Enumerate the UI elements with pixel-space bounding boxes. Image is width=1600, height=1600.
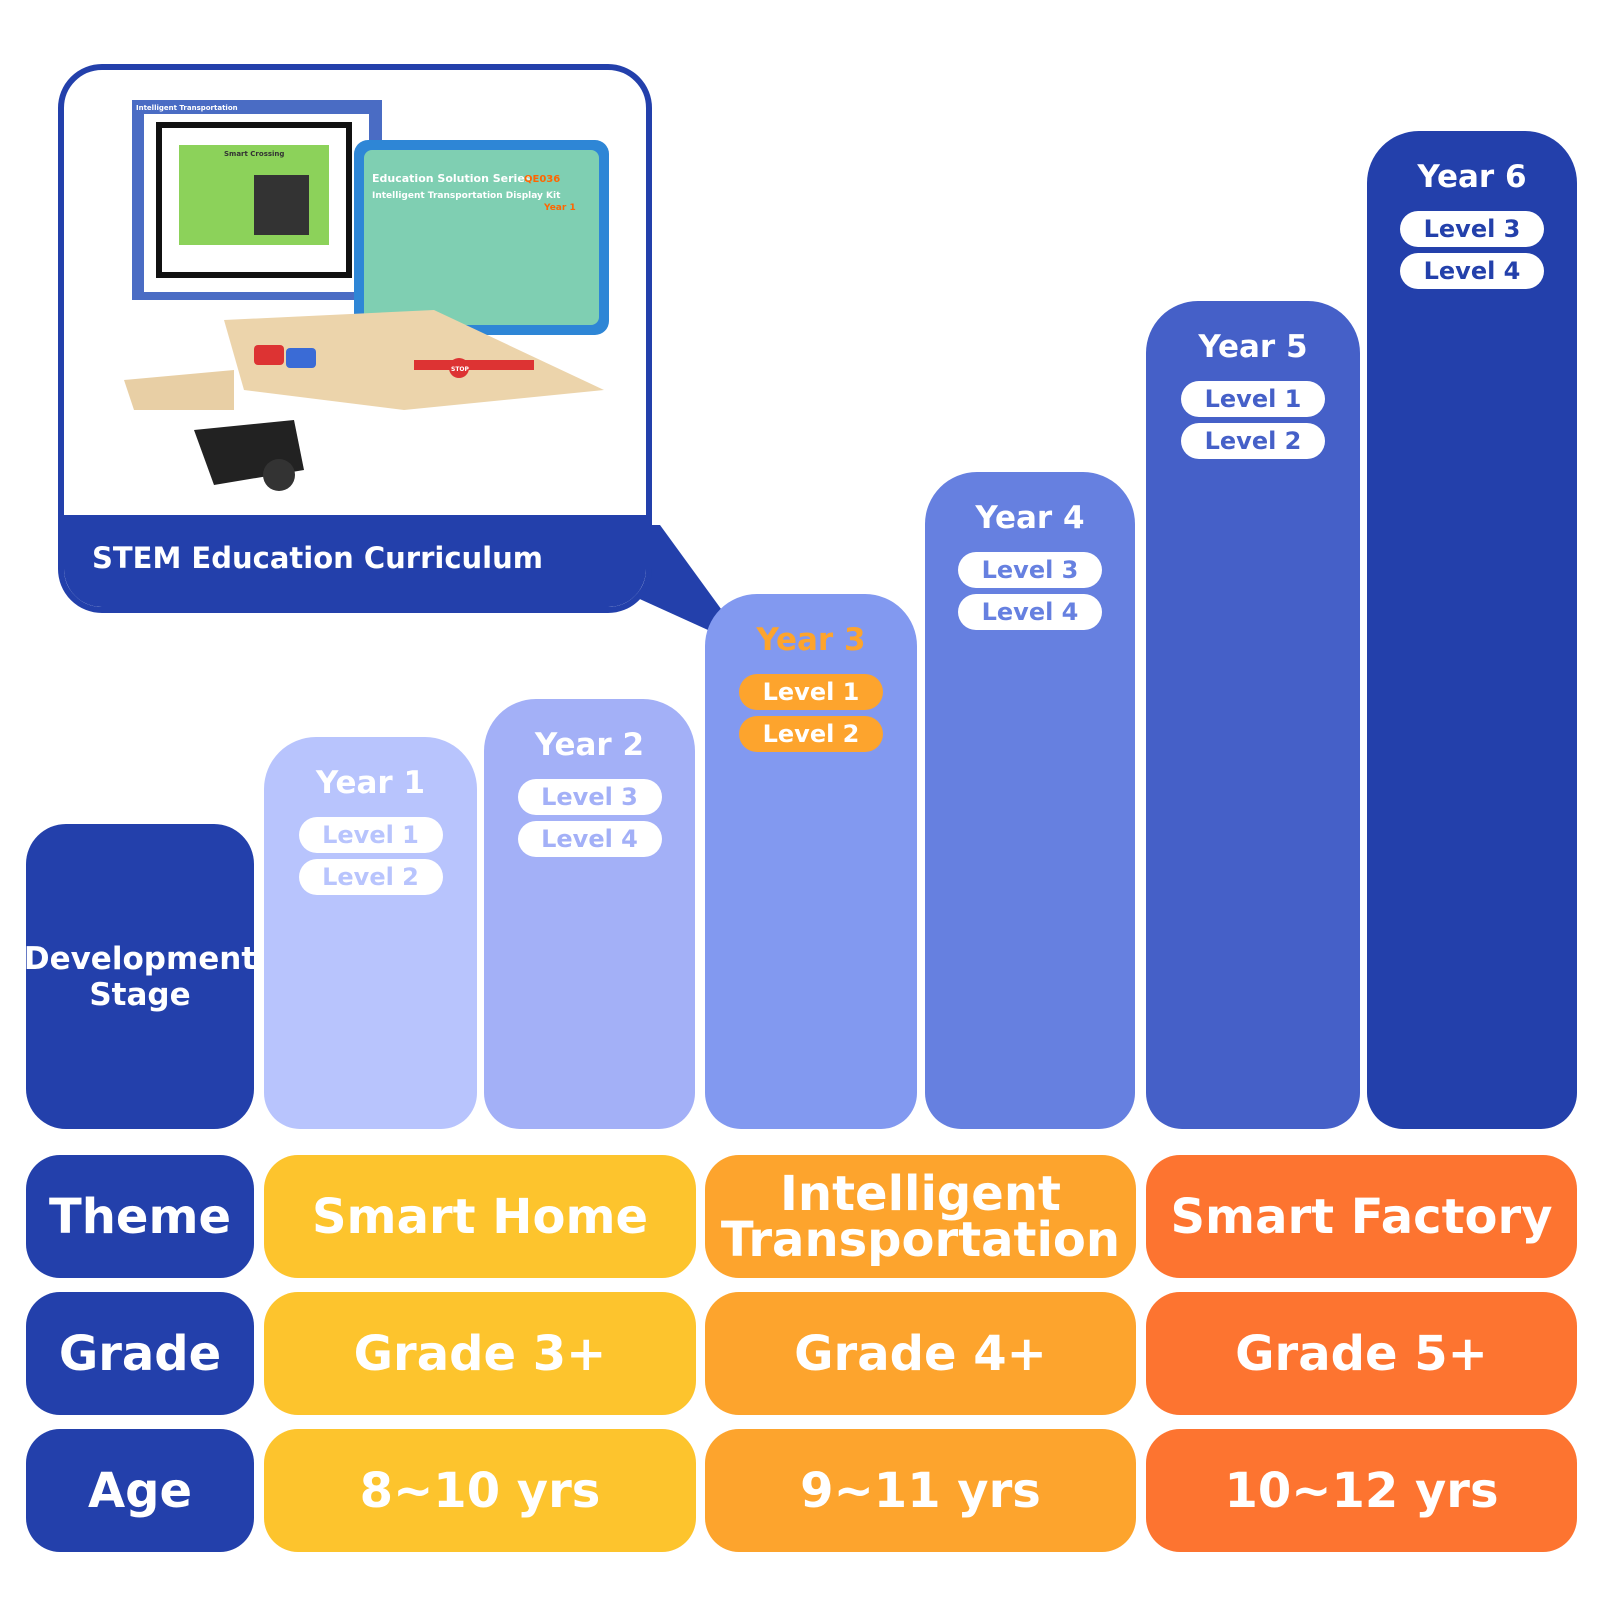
level-pill: Level 1 xyxy=(1181,381,1325,417)
box-series: Education Solution Series xyxy=(372,172,532,185)
level-pill: Level 2 xyxy=(298,859,443,895)
box-year: Year 1 xyxy=(543,203,576,213)
grade-value: Grade 3+ xyxy=(264,1292,696,1415)
map-title: Intelligent Transportation xyxy=(136,104,238,112)
year-4-column: Year 4 Level 3 Level 4 xyxy=(925,472,1135,1129)
year-title: Year 5 xyxy=(1198,329,1308,365)
product-kit-image: Intelligent Transportation Smart Crossin… xyxy=(124,100,609,491)
year-title: Year 4 xyxy=(975,500,1085,536)
year-1-column: Year 1 Level 1 Level 2 xyxy=(264,737,477,1129)
age-value: 8~10 yrs xyxy=(264,1429,696,1552)
curriculum-callout: Intelligent Transportation Smart Crossin… xyxy=(58,64,652,613)
year-3-column: Year 3 Level 1 Level 2 xyxy=(705,594,917,1129)
level-pill: Level 3 xyxy=(1400,211,1544,247)
year-title: Year 2 xyxy=(534,727,645,763)
year-2-column: Year 2 Level 3 Level 4 xyxy=(484,699,695,1129)
year-title: Year 6 xyxy=(1417,159,1527,195)
theme-label: Theme xyxy=(26,1155,254,1278)
grade-label: Grade xyxy=(26,1292,254,1415)
box-code: QE036 xyxy=(524,174,560,185)
year-title: Year 1 xyxy=(315,765,426,801)
level-pill: Level 1 xyxy=(739,674,883,710)
age-value: 10~12 yrs xyxy=(1146,1429,1577,1552)
theme-smart-factory: Smart Factory xyxy=(1146,1155,1577,1278)
year-title: Year 3 xyxy=(756,622,866,658)
level-pill: Level 4 xyxy=(958,594,1102,630)
stop-sign: STOP xyxy=(451,366,470,373)
grade-value: Grade 5+ xyxy=(1146,1292,1577,1415)
level-pill: Level 3 xyxy=(958,552,1102,588)
level-pill: Level 4 xyxy=(517,821,662,857)
development-stage-label: Development Stage xyxy=(24,824,256,1129)
box-title: Intelligent Transportation Display Kit xyxy=(372,191,561,201)
theme-smart-home: Smart Home xyxy=(264,1155,696,1278)
year-5-column: Year 5 Level 1 Level 2 xyxy=(1146,301,1360,1129)
theme-intelligent-transportation: Intelligent Transportation xyxy=(705,1155,1136,1278)
year-6-column: Year 6 Level 3 Level 4 xyxy=(1367,131,1577,1129)
level-pill: Level 2 xyxy=(1181,423,1325,459)
level-pill: Level 2 xyxy=(739,716,883,752)
grade-value: Grade 4+ xyxy=(705,1292,1136,1415)
level-pill: Level 4 xyxy=(1400,253,1544,289)
age-label: Age xyxy=(26,1429,254,1552)
level-pill: Level 3 xyxy=(517,779,662,815)
map-area-label: Smart Crossing xyxy=(224,150,284,158)
level-pill: Level 1 xyxy=(298,817,443,853)
age-value: 9~11 yrs xyxy=(705,1429,1136,1552)
callout-caption: STEM Education Curriculum Design xyxy=(64,515,646,607)
